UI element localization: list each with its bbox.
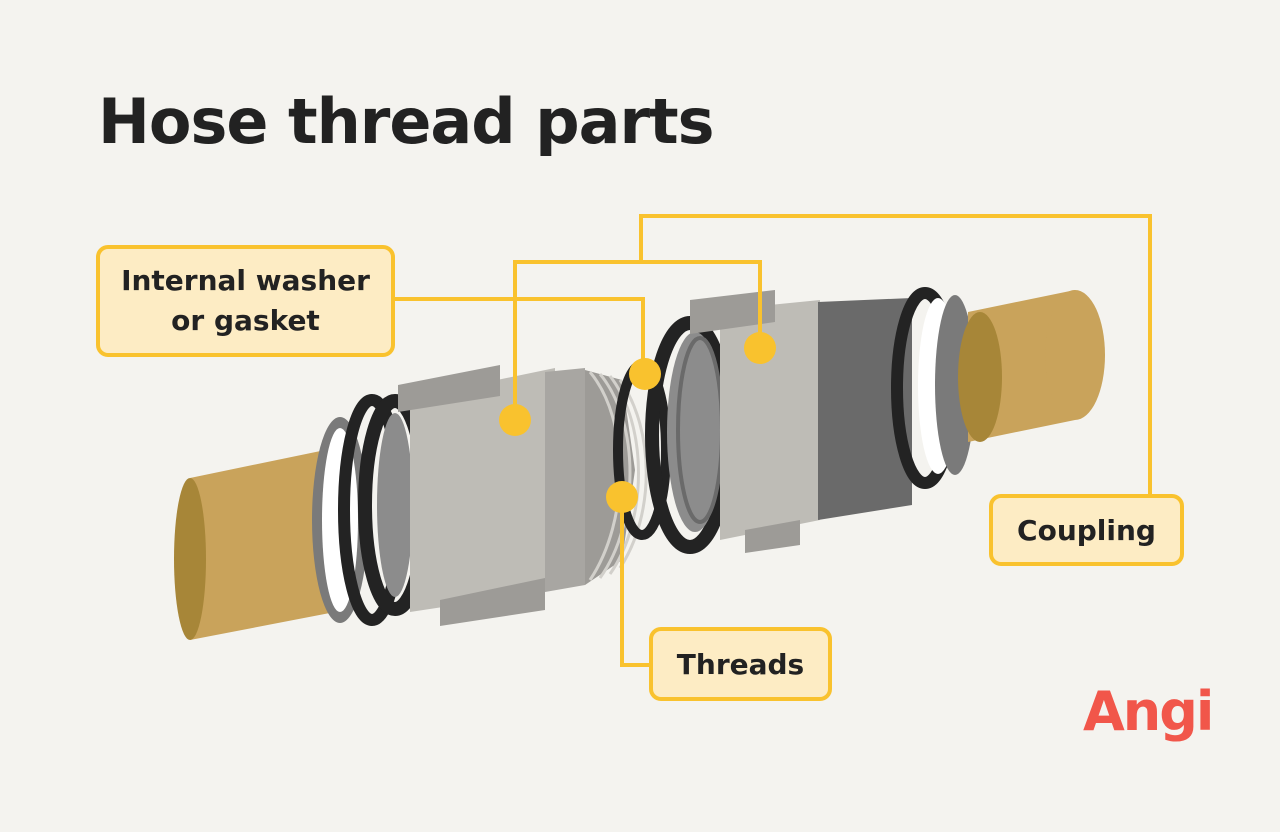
left-coupling-body xyxy=(398,365,585,626)
page-title: Hose thread parts xyxy=(98,85,715,158)
coupling-callout-line-top xyxy=(639,214,1152,494)
right-coupling-body xyxy=(690,290,912,553)
washer-label-line2: or gasket xyxy=(171,304,320,337)
internal-washer-label: Internal washer or gasket xyxy=(96,245,395,357)
washer-callout-line xyxy=(395,297,645,372)
callout-lines xyxy=(395,214,1152,667)
threads-callout-line xyxy=(620,497,649,667)
right-hose xyxy=(958,290,1105,442)
washer-label-line1: Internal washer xyxy=(121,264,370,297)
callout-dots xyxy=(499,332,776,513)
washer-dot xyxy=(629,358,661,390)
left-fitting-flange xyxy=(312,394,432,626)
coupling-dot-left xyxy=(499,404,531,436)
right-fitting-flange xyxy=(891,287,975,489)
coupling-callout-line-left xyxy=(513,260,762,418)
angi-logo: Angi xyxy=(1083,680,1214,743)
threads-dot xyxy=(606,481,638,513)
coupling-dot-right xyxy=(744,332,776,364)
threads-label: Threads xyxy=(649,627,832,701)
left-hose xyxy=(174,448,335,640)
coupling-label: Coupling xyxy=(989,494,1184,566)
